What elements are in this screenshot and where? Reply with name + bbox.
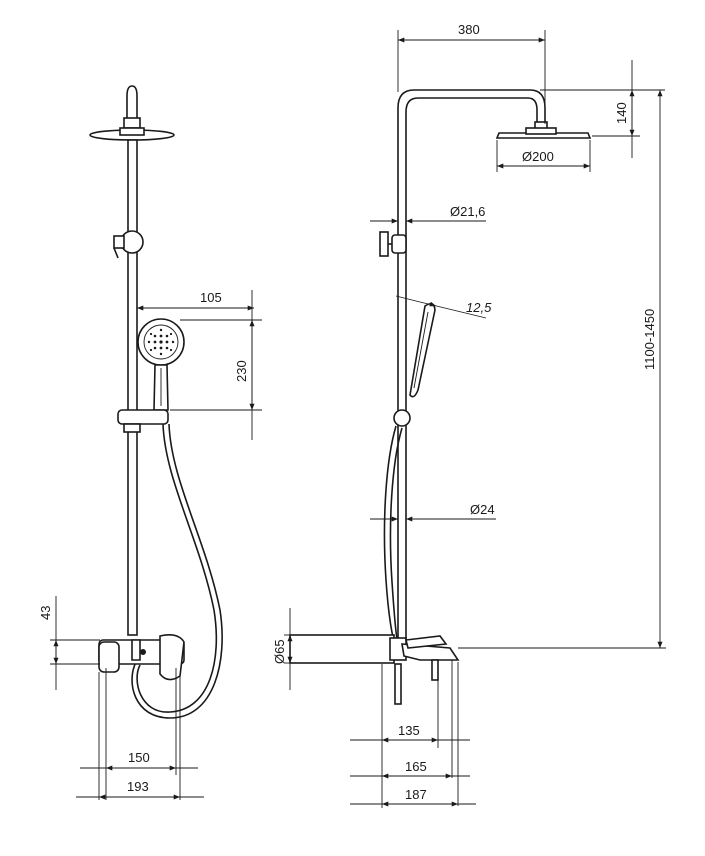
front-hand-shower: [137, 318, 185, 411]
front-view: [89, 85, 223, 719]
side-dimensions: 380 140 1100-1450 Ø200 Ø21,6 12,5 Ø24: [272, 22, 666, 808]
dim-spout-187: 187: [405, 787, 427, 802]
dim-rail-diameter-lower: Ø24: [470, 502, 495, 517]
side-shower-hose: [383, 425, 397, 646]
dim-rail-diameter-upper: Ø21,6: [450, 204, 485, 219]
dim-mixer-width: 193: [127, 779, 149, 794]
side-hand-shower: [409, 302, 436, 398]
side-mixer: [289, 634, 460, 705]
dim-spout-165: 165: [405, 759, 427, 774]
front-diverter-knob: [113, 230, 144, 259]
front-shower-hose: [136, 423, 218, 713]
dim-hose-angle: 12,5: [466, 300, 492, 315]
side-shower-arm: [397, 89, 546, 640]
dim-spout-135: 135: [398, 723, 420, 738]
side-view: [289, 89, 592, 705]
dim-head-drop: 140: [614, 102, 629, 124]
side-overhead-shower: [495, 121, 592, 139]
front-dimensions: 105 230 43 150 193: [38, 290, 262, 800]
side-diverter-knob: [379, 231, 407, 257]
dim-handshower-height: 230: [234, 360, 249, 382]
front-shower-rail: [127, 139, 138, 636]
dim-arm-reach: 380: [458, 22, 480, 37]
dim-handshower-offset: 105: [200, 290, 222, 305]
dim-head-diameter: Ø200: [522, 149, 554, 164]
front-overhead-shower: [89, 85, 175, 141]
front-slider-holder: [117, 409, 169, 433]
dim-mixer-height: 43: [38, 606, 53, 620]
side-slider: [393, 409, 411, 427]
dim-connection-spacing: 150: [128, 750, 150, 765]
dim-height-range: 1100-1450: [642, 309, 657, 370]
front-mixer: [98, 634, 185, 681]
dim-mixer-diameter: Ø65: [272, 639, 287, 664]
